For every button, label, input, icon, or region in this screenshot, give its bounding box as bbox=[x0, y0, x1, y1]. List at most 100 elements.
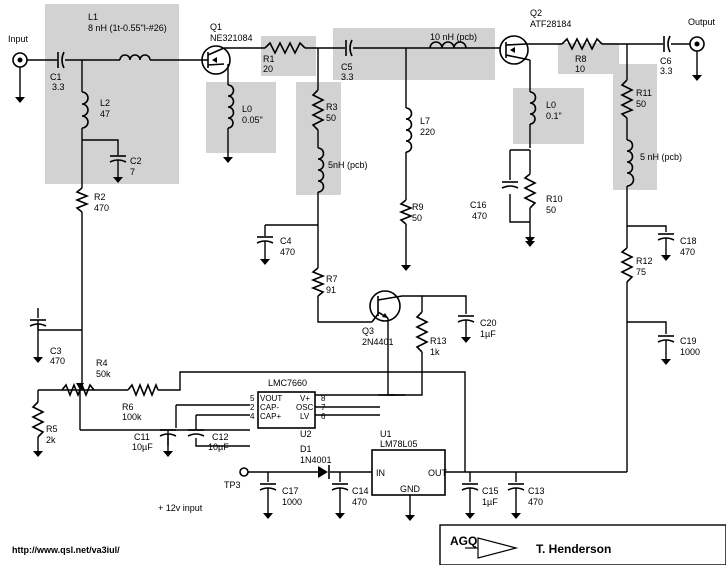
u1-ground-icon bbox=[404, 509, 416, 522]
capacitor-c19[interactable] bbox=[657, 335, 675, 366]
c2-ref: C2 bbox=[130, 156, 142, 166]
u1-value: LM78L05 bbox=[380, 439, 418, 449]
c6-ref: C6 bbox=[660, 56, 672, 66]
shade-r8 bbox=[558, 43, 619, 74]
r11-value: 50 bbox=[636, 99, 646, 109]
u2-pin-vplus: V+ bbox=[300, 394, 310, 403]
inductor-l0b[interactable] bbox=[529, 91, 537, 125]
capacitor-c1[interactable] bbox=[57, 51, 65, 69]
u1-pin-out: OUT bbox=[428, 468, 448, 478]
resistor-r13[interactable] bbox=[415, 311, 429, 353]
ic-u1[interactable] bbox=[371, 449, 446, 496]
shade-input-match bbox=[45, 4, 179, 184]
resistor-r6[interactable] bbox=[127, 382, 159, 398]
capacitor-c17[interactable] bbox=[259, 483, 277, 520]
c20-ref: C20 bbox=[480, 318, 497, 328]
capacitor-c12[interactable] bbox=[187, 429, 205, 437]
l0b-ref: L0 bbox=[546, 100, 556, 110]
r3-ref: R3 bbox=[326, 102, 338, 112]
r1-value: 20 bbox=[263, 64, 273, 74]
resistor-r2[interactable] bbox=[74, 187, 90, 213]
d1-value: 1N4001 bbox=[300, 455, 332, 465]
resistor-r10[interactable] bbox=[523, 173, 537, 209]
r3-value: 50 bbox=[326, 113, 336, 123]
tp3-terminal[interactable] bbox=[239, 467, 249, 477]
l5b-value: 5 nH (pcb) bbox=[640, 152, 682, 162]
diode-d1[interactable] bbox=[318, 465, 330, 479]
supply-label: + 12v input bbox=[158, 503, 203, 513]
r13-value: 1k bbox=[430, 347, 440, 357]
inductor-l5b[interactable] bbox=[626, 139, 635, 187]
tp3-label: TP3 bbox=[224, 480, 241, 490]
capacitor-c18[interactable] bbox=[657, 233, 675, 262]
inductor-l2[interactable] bbox=[81, 91, 89, 129]
c19-value: 1000 bbox=[680, 347, 700, 357]
capacitor-c16[interactable] bbox=[501, 181, 519, 189]
capacitor-c6[interactable] bbox=[663, 35, 671, 53]
q3-value: 2N4401 bbox=[362, 337, 394, 347]
r4-value: 50k bbox=[96, 369, 111, 379]
ic-u2[interactable] bbox=[257, 391, 316, 429]
c1-ref: C1 bbox=[50, 72, 62, 82]
inductor-l10[interactable] bbox=[429, 41, 467, 49]
l1-ref: L1 bbox=[88, 12, 98, 22]
shade-l0b bbox=[513, 88, 584, 144]
potentiometer-r4[interactable] bbox=[61, 382, 95, 398]
resistor-r7[interactable] bbox=[310, 267, 326, 297]
c2-value: 7 bbox=[130, 167, 135, 177]
inductor-l1[interactable] bbox=[119, 54, 151, 61]
resistor-r9[interactable] bbox=[398, 199, 414, 225]
c16-ref: C16 bbox=[470, 200, 487, 210]
c11-value: 10µF bbox=[132, 442, 153, 452]
inductor-l0a[interactable] bbox=[227, 84, 235, 129]
c15-ref: C15 bbox=[482, 486, 499, 496]
r6-ref: R6 bbox=[122, 402, 134, 412]
c13-value: 470 bbox=[528, 497, 543, 507]
capacitor-c3[interactable] bbox=[29, 308, 47, 334]
r8-value: 10 bbox=[575, 64, 585, 74]
capacitor-c11[interactable] bbox=[159, 429, 177, 458]
q1-ref: Q1 bbox=[210, 22, 222, 32]
inductor-l5[interactable] bbox=[317, 147, 325, 193]
c5-value: 3.3 bbox=[341, 72, 354, 82]
c5-ref: C5 bbox=[341, 62, 353, 72]
transistor-q3[interactable] bbox=[369, 290, 403, 323]
l7-ref: L7 bbox=[420, 116, 430, 126]
capacitor-c2[interactable] bbox=[109, 155, 127, 184]
capacitor-c20[interactable] bbox=[457, 315, 475, 344]
capacitor-c14[interactable] bbox=[331, 483, 349, 520]
q2-value: ATF28184 bbox=[530, 19, 571, 29]
r12-value: 75 bbox=[636, 267, 646, 277]
resistor-r8[interactable] bbox=[561, 37, 603, 51]
input-label: Input bbox=[8, 34, 29, 44]
c6-value: 3.3 bbox=[660, 66, 673, 76]
source-url[interactable]: http://www.qsl.net/va3iul/ bbox=[12, 545, 120, 555]
c3-ground-icon bbox=[32, 351, 44, 364]
l0a-value: 0.05" bbox=[242, 115, 263, 125]
shade-interstage bbox=[333, 28, 495, 80]
input-port[interactable] bbox=[12, 52, 28, 104]
resistor-r1[interactable] bbox=[264, 41, 306, 55]
u2-pin-num-8: 8 bbox=[321, 394, 326, 403]
u1-pin-gnd: GND bbox=[400, 484, 421, 494]
r2-ref: R2 bbox=[94, 192, 106, 202]
transistor-q2[interactable] bbox=[499, 35, 531, 65]
l0a-ref: L0 bbox=[242, 104, 252, 114]
resistor-r5[interactable] bbox=[31, 401, 45, 458]
c20-value: 1µF bbox=[480, 329, 496, 339]
c3-value: 470 bbox=[50, 356, 65, 366]
output-port[interactable] bbox=[689, 36, 705, 82]
capacitor-c4[interactable] bbox=[256, 225, 274, 266]
inductor-l7[interactable] bbox=[405, 107, 413, 153]
l5-value: 5nH (pcb) bbox=[328, 160, 368, 170]
d1-ref: D1 bbox=[300, 444, 312, 454]
capacitor-c13[interactable] bbox=[507, 483, 525, 520]
capacitor-c5[interactable] bbox=[345, 39, 353, 57]
transistor-q1[interactable] bbox=[201, 45, 231, 75]
resistor-r3[interactable] bbox=[311, 89, 325, 131]
c18-value: 470 bbox=[680, 247, 695, 257]
resistor-r11[interactable] bbox=[620, 79, 634, 119]
resistor-r12[interactable] bbox=[620, 247, 634, 283]
capacitor-c15[interactable] bbox=[461, 483, 479, 520]
u2-ref: U2 bbox=[300, 429, 312, 439]
